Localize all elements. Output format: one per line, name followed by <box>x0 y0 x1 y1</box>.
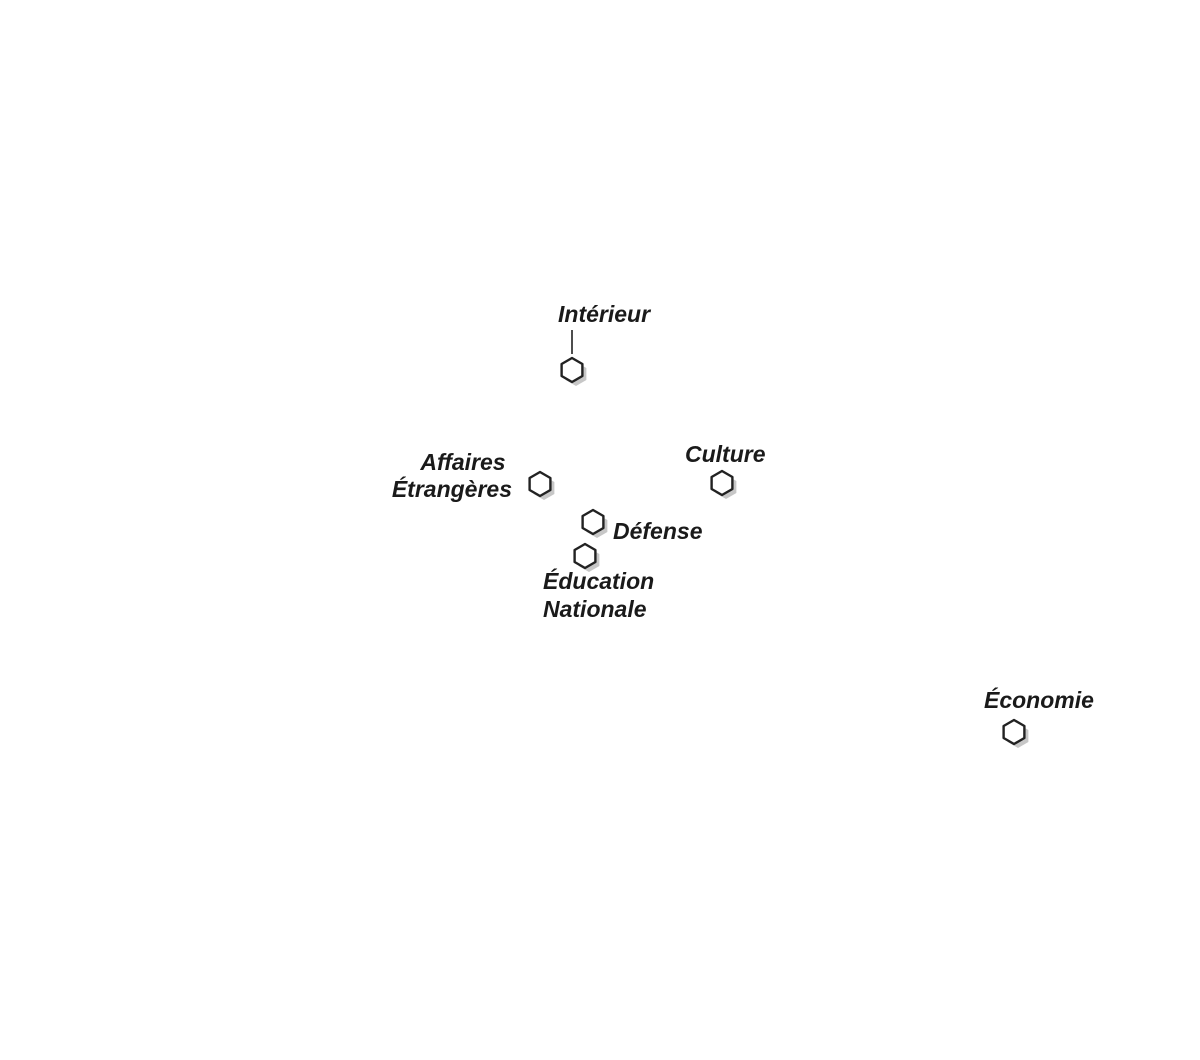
interieur-hexagon-icon[interactable] <box>560 356 584 384</box>
node-education-nationale[interactable]: Éducation Nationale <box>543 542 661 622</box>
interieur-label: Intérieur <box>558 301 651 327</box>
culture-hexagon-icon[interactable] <box>710 469 734 497</box>
affaires-etrangeres-hexagon-icon[interactable] <box>528 470 552 498</box>
node-affaires-etrangeres[interactable]: Affaires Étrangères <box>392 449 555 502</box>
economie-label: Économie <box>984 686 1094 713</box>
economie-hexagon-icon[interactable] <box>1002 718 1026 746</box>
education-nationale-label: Éducation Nationale <box>543 567 661 622</box>
node-economie[interactable]: Économie <box>984 686 1094 748</box>
node-interieur[interactable]: Intérieur <box>558 301 651 386</box>
node-culture[interactable]: Culture <box>685 441 766 499</box>
defense-hexagon-icon[interactable] <box>581 508 605 536</box>
culture-label: Culture <box>685 441 766 467</box>
affaires-etrangeres-label: Affaires Étrangères <box>392 449 512 502</box>
defense-label: Défense <box>613 518 703 544</box>
node-defense[interactable]: Défense <box>581 508 703 544</box>
education-nationale-hexagon-icon[interactable] <box>573 542 597 570</box>
